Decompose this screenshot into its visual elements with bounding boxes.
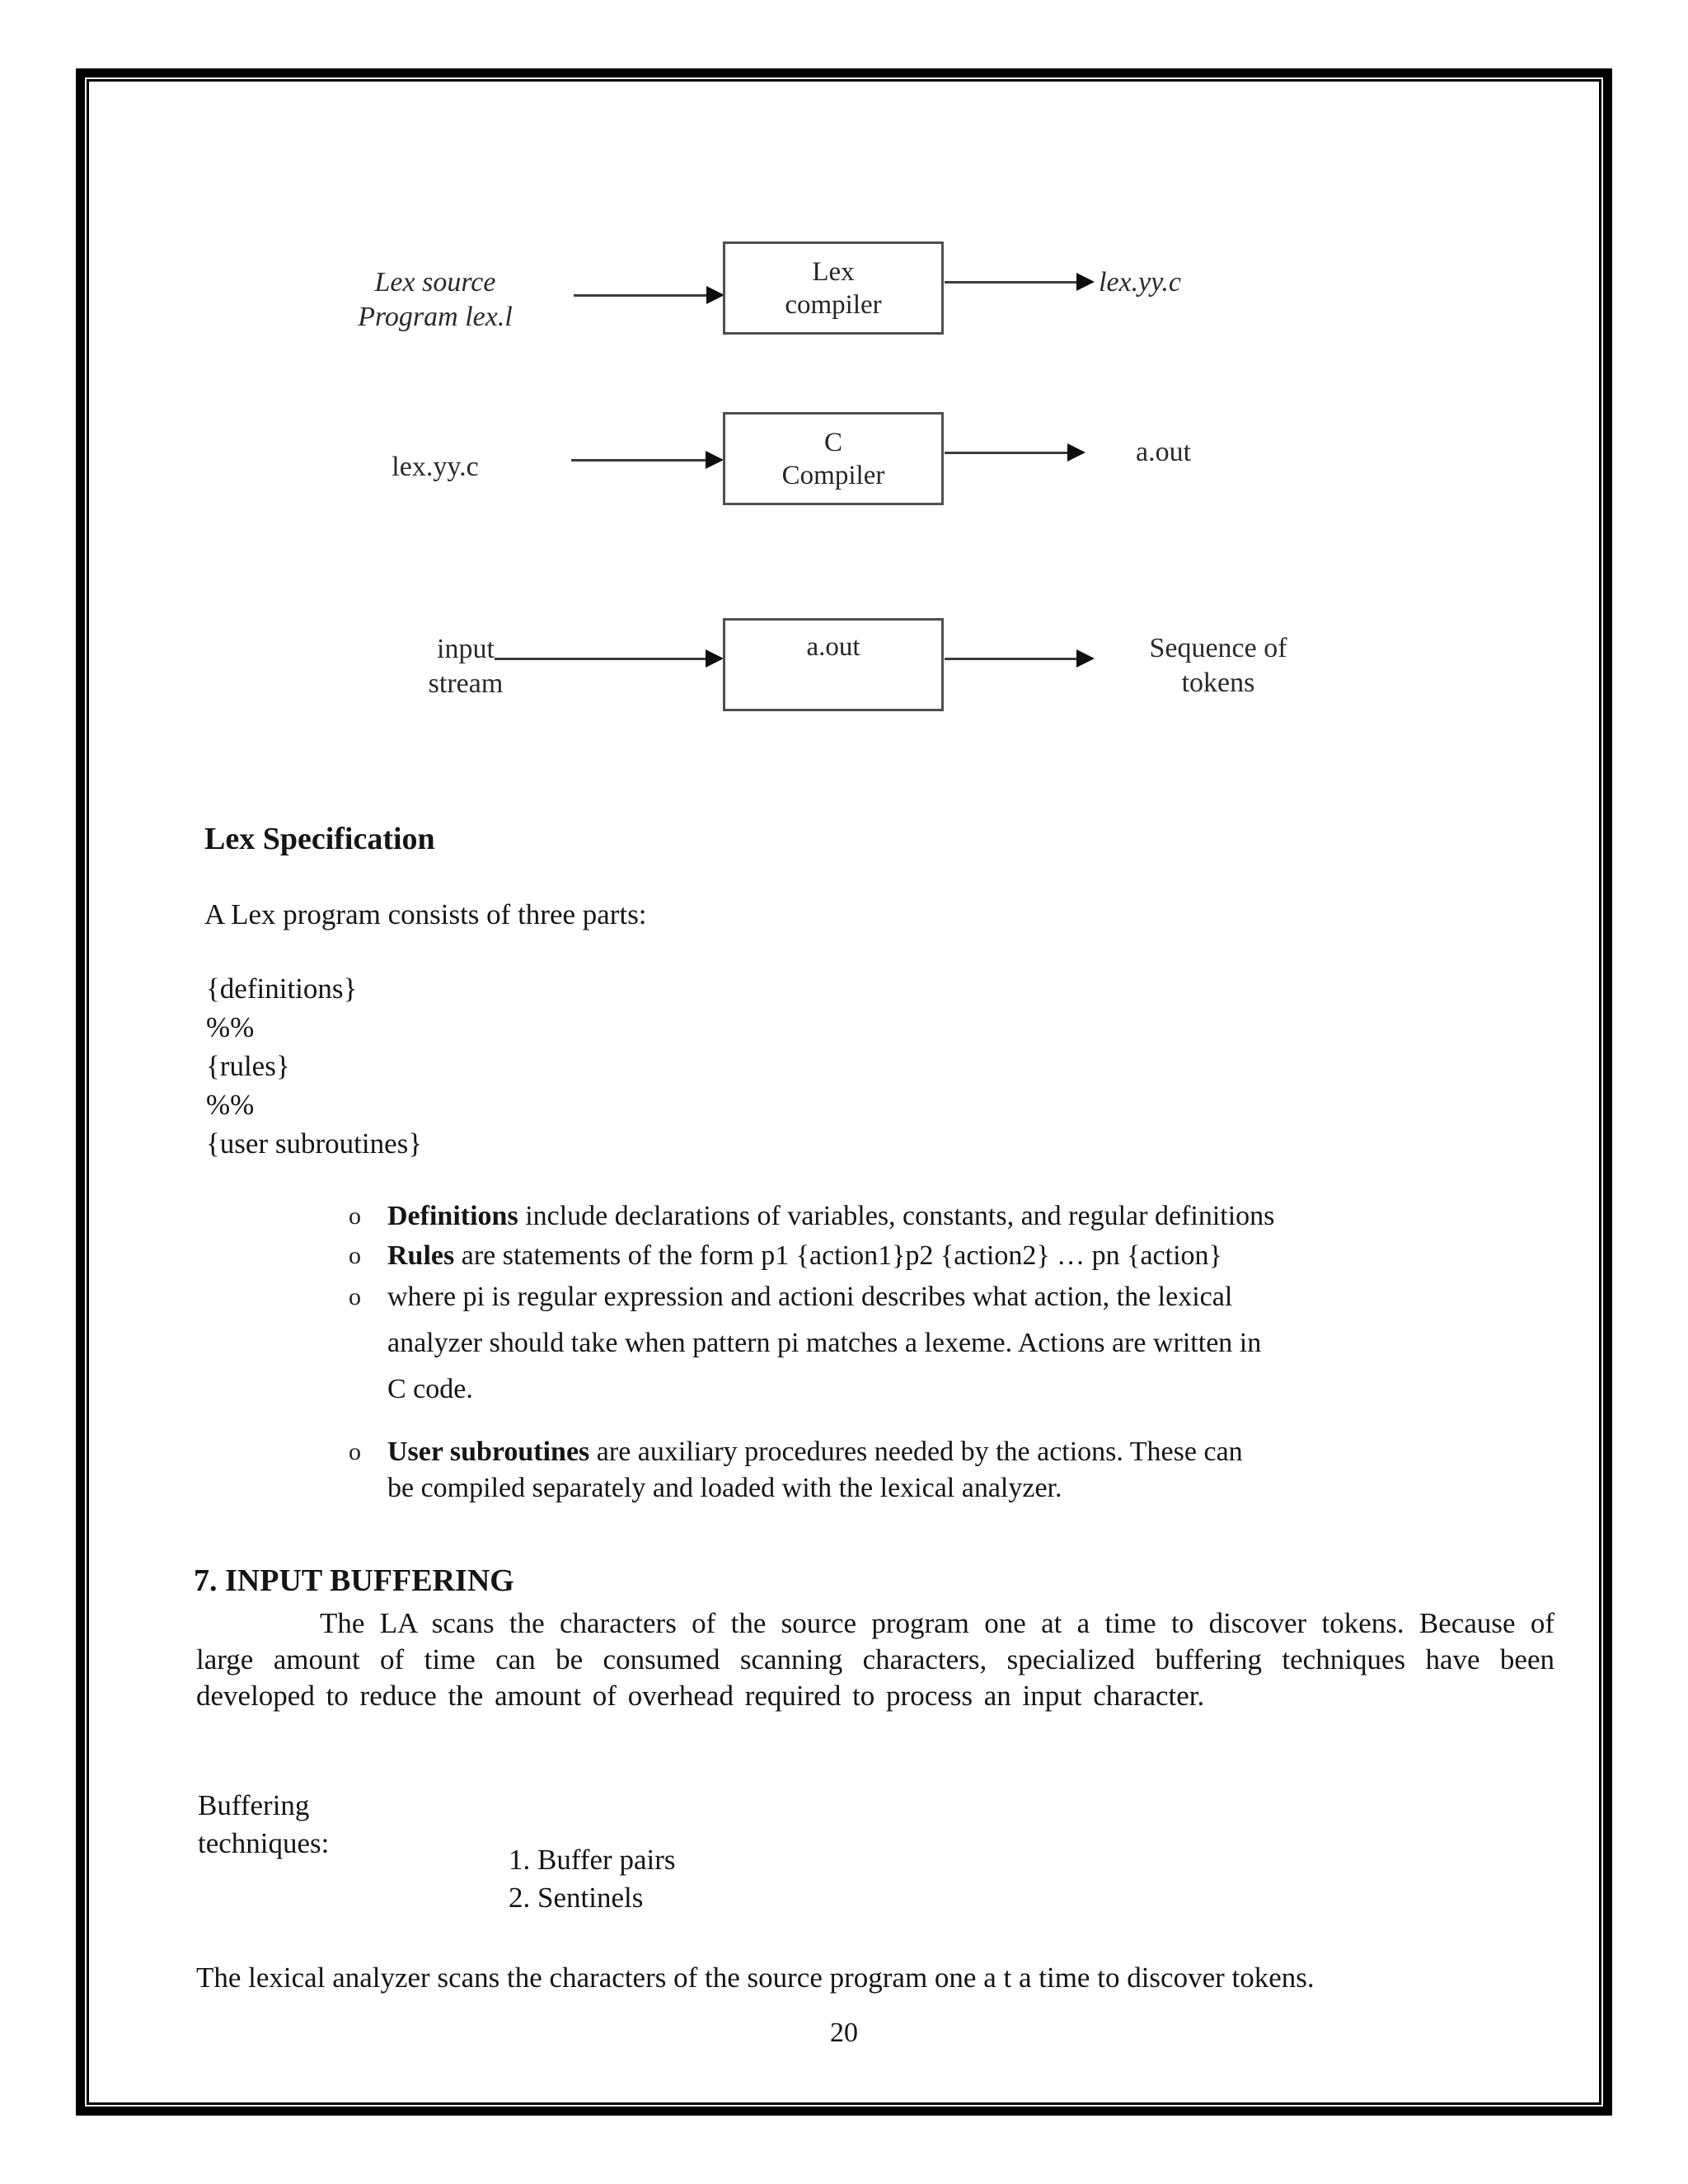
bullet-rest: are statements of the form p1 {action1}p… [454, 1240, 1222, 1271]
box-a-out: a.out [723, 618, 944, 711]
list-item: o Definitions include declarations of va… [349, 1197, 1503, 1236]
bullet-rest: where pi is regular expression and actio… [387, 1282, 1262, 1404]
circle-bullet-icon: o [349, 1242, 361, 1269]
buffering-techniques-label: Buffering techniques: [198, 1789, 330, 1859]
input-buffering-heading: 7. INPUT BUFFERING [194, 1563, 514, 1598]
bullet-bold-lead: User subroutines [387, 1436, 590, 1467]
lex-specification-heading: Lex Specification [204, 822, 435, 856]
flow-arrow-icon [945, 443, 1085, 462]
lex-intro-text: A Lex program consists of three parts: [204, 898, 647, 930]
label-input-stream: input stream [428, 634, 504, 699]
label-lex-yy-c-output: lex.yy.c [1099, 267, 1182, 298]
label-a-out-output: a.out [1136, 437, 1192, 467]
label-sequence-of-tokens: Sequence of tokens [1149, 633, 1287, 698]
code-line: %% [206, 1011, 255, 1043]
techniques-numbered-list: 1. Buffer pairs 2. Sentinels [509, 1841, 676, 1917]
list-item: o Rules are statements of the form p1 {a… [349, 1236, 1503, 1276]
bullet-bold-lead: Definitions [387, 1201, 518, 1231]
circle-bullet-icon: o [349, 1438, 361, 1465]
code-line: {user subroutines} [206, 1127, 423, 1160]
list-item: o User subroutines are auxiliary procedu… [349, 1434, 1503, 1507]
bullet-text: where pi is regular expression and actio… [387, 1274, 1503, 1413]
circle-bullet-icon: o [349, 1202, 361, 1230]
bullet-text: User subroutines are auxiliary procedure… [387, 1434, 1503, 1507]
box-c-compiler: C Compiler [723, 412, 944, 505]
flow-arrow-icon [571, 451, 724, 469]
code-line: %% [206, 1089, 255, 1121]
flow-arrow-icon [574, 286, 724, 304]
list-item: o where pi is regular expression and act… [349, 1274, 1503, 1413]
lex-structure-code-block: {definitions} %% {rules} %% {user subrou… [206, 969, 422, 1163]
bullet-text: Rules are statements of the form p1 {act… [387, 1236, 1503, 1276]
lex-bullet-list: o Definitions include declarations of va… [349, 1197, 1503, 1507]
list-item: 2. Sentinels [509, 1882, 644, 1914]
bullet-rest: include declarations of variables, const… [518, 1201, 1275, 1231]
circle-bullet-icon: o [349, 1283, 361, 1310]
flow-arrow-icon [945, 649, 1095, 668]
bullet-rest: are auxiliary procedures needed by the a… [387, 1436, 1243, 1503]
code-line: {rules} [206, 1050, 290, 1082]
code-line: {definitions} [206, 972, 358, 1005]
list-item: 1. Buffer pairs [509, 1844, 676, 1876]
box-lex-compiler: Lex compiler [723, 241, 944, 335]
input-buffering-paragraph: The LA scans the characters of the sourc… [196, 1607, 1554, 1712]
page-border-inner-rule [87, 79, 1601, 2105]
bullet-bold-lead: Rules [387, 1240, 455, 1271]
flow-arrow-icon [495, 649, 724, 668]
page-number: 20 [830, 2018, 858, 2048]
page-border-frame [76, 68, 1612, 2116]
flow-arrow-icon [945, 273, 1095, 291]
closing-sentence: The lexical analyzer scans the character… [196, 1961, 1315, 1994]
label-lex-yy-c-input: lex.yy.c [392, 452, 479, 482]
label-lex-source-program: Lex source Program lex.l [358, 267, 513, 332]
bullet-text: Definitions include declarations of vari… [387, 1197, 1503, 1236]
